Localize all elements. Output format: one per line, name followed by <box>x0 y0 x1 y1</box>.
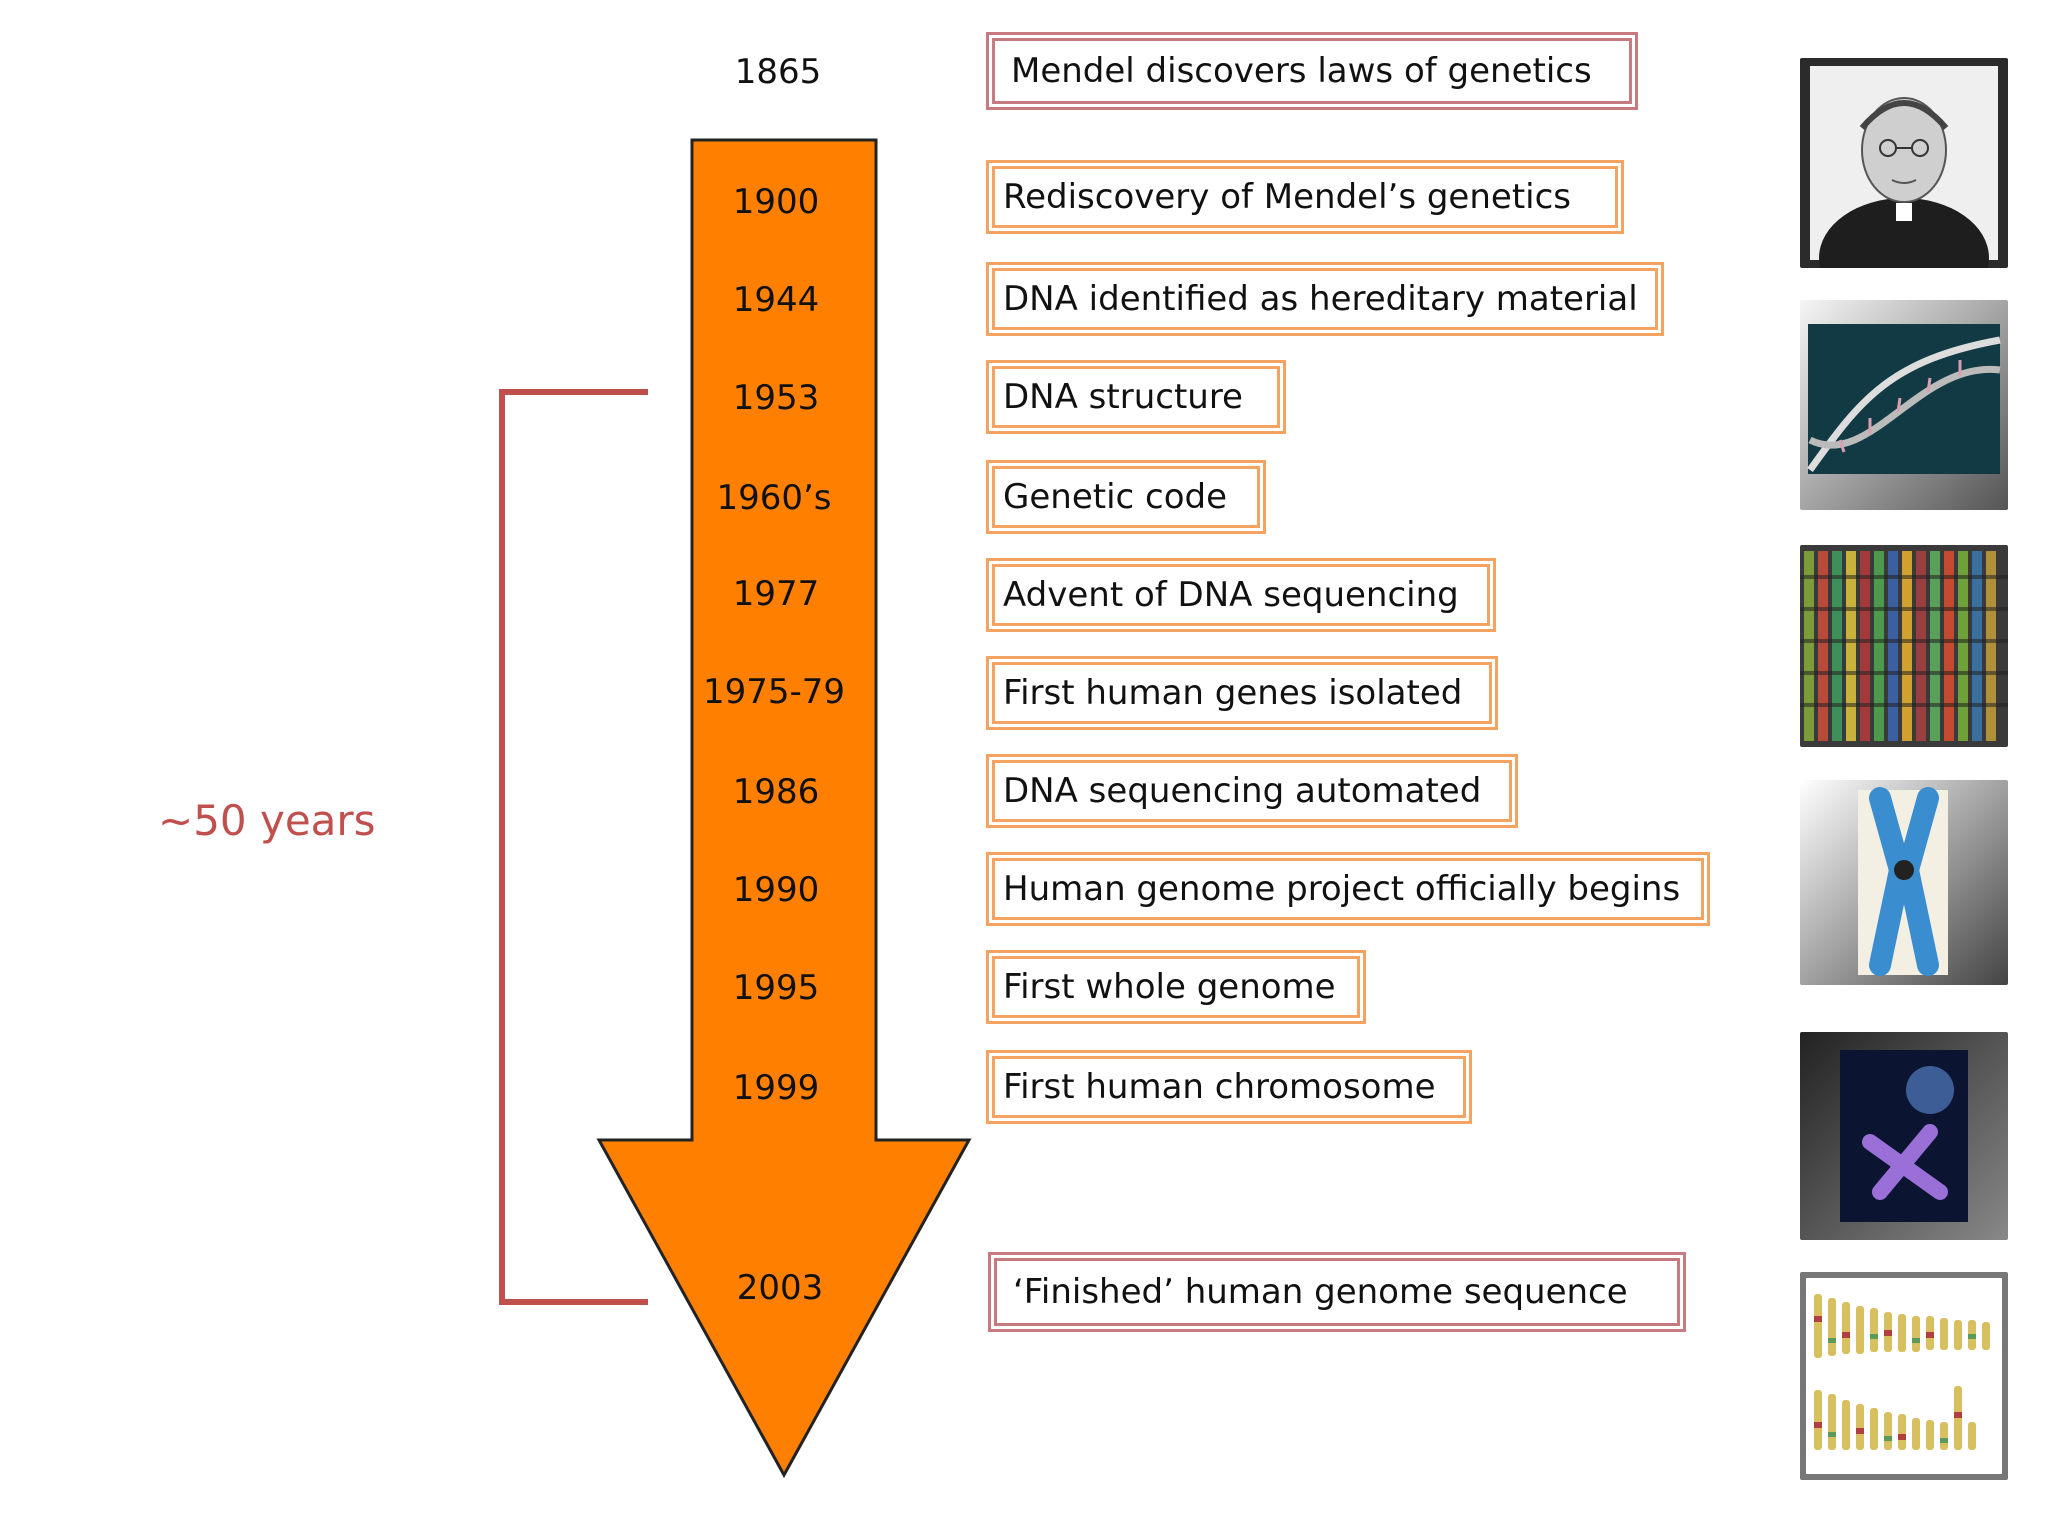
event-1960s: Genetic code <box>986 460 1266 534</box>
year-1960s: 1960’s <box>716 478 832 518</box>
sequencing-gel-image <box>1800 545 2008 747</box>
event-1995: First whole genome <box>986 950 1366 1024</box>
event-1986: DNA sequencing automated <box>986 754 1518 828</box>
chromosome-illustration-image <box>1800 1032 2008 1240</box>
event-1865: Mendel discovers laws of genetics <box>986 32 1638 110</box>
event-1944: DNA identified as hereditary material <box>986 262 1664 336</box>
year-1944: 1944 <box>732 280 820 320</box>
chromosome-x-image <box>1800 780 2008 985</box>
year-1995: 1995 <box>732 968 820 1008</box>
year-1999: 1999 <box>732 1068 820 1108</box>
event-1977: Advent of DNA sequencing <box>986 558 1496 632</box>
year-1975-79: 1975-79 <box>702 672 846 712</box>
year-1953: 1953 <box>732 378 820 418</box>
mendel-portrait-image <box>1800 58 2008 268</box>
karyotype-image <box>1800 1272 2008 1480</box>
span-bracket <box>499 389 648 1305</box>
event-1900: Rediscovery of Mendel’s genetics <box>986 160 1624 234</box>
event-1990: Human genome project officially begins <box>986 852 1710 926</box>
year-2003: 2003 <box>736 1268 824 1308</box>
event-1953: DNA structure <box>986 360 1286 434</box>
event-1975-79: First human genes isolated <box>986 656 1498 730</box>
year-1986: 1986 <box>732 772 820 812</box>
span-label: ~50 years <box>158 796 376 845</box>
event-2003: ‘Finished’ human genome sequence <box>988 1252 1686 1332</box>
year-1977: 1977 <box>732 574 820 614</box>
year-1990: 1990 <box>732 870 820 910</box>
event-1999: First human chromosome <box>986 1050 1472 1124</box>
year-1865: 1865 <box>734 52 822 92</box>
dna-helix-image <box>1800 300 2008 510</box>
year-1900: 1900 <box>732 182 820 222</box>
